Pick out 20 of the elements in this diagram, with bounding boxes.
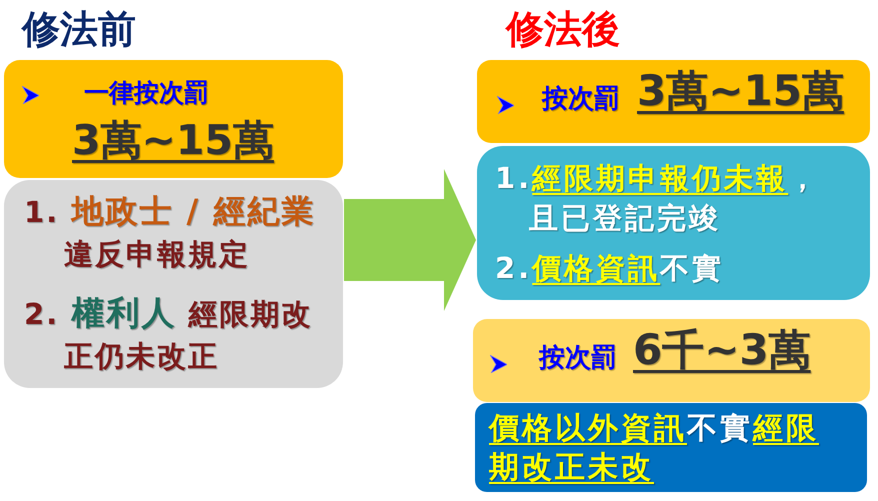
fine-amount: 3萬~15萬 [637,66,844,116]
rounded-panel [475,403,867,492]
heading: 修法後 [506,6,620,53]
heading: 修法前 [22,6,136,53]
list-item: 2. 權利人 經限期改正仍未改正 [24,292,314,375]
rounded-panel [477,146,870,300]
block-arrow [344,169,476,311]
penalty-text: 按次罰 [539,343,617,374]
rounded-panel [477,60,870,143]
fine-amount: 6千~3萬 [633,325,811,376]
rounded-panel [473,319,870,402]
list-item: 1.經限期申報仍未報，且已登記完竣 [495,160,822,237]
list-item: 1. 地政士 / 經紀業違反申報規定 [24,191,316,273]
penalty-text: 按次罰 [542,84,620,116]
penalty-text: 一律按次罰 [84,78,209,108]
rounded-panel [4,180,343,388]
list-item: 2.價格資訊不實 [495,250,726,287]
fine-amount: 3萬~15萬 [72,116,274,166]
rounded-panel [4,60,343,178]
note-text: 價格以外資訊不實經限期改正未改 [489,410,820,487]
